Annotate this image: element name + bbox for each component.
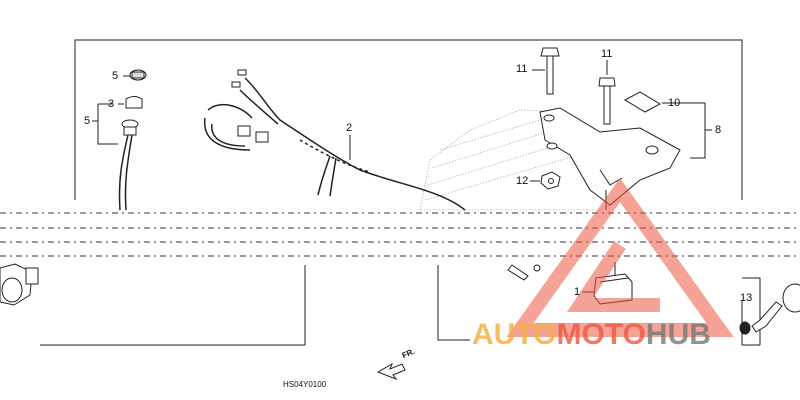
callout-2: 2: [346, 122, 353, 134]
part-11-bolt-right: [598, 77, 616, 125]
part-5-cap: [129, 69, 147, 81]
watermark-triangle: [506, 177, 734, 337]
callout-10: 10: [668, 97, 681, 109]
separator-band: [0, 212, 800, 257]
callout-5: 5: [112, 70, 119, 82]
part-3-bulb: [125, 96, 143, 109]
part-10-plate: [623, 91, 662, 113]
harness-connectors: [231, 69, 269, 143]
watermark-part-hub: HUB: [645, 318, 711, 351]
watermark-part-auto: AUTO: [472, 318, 557, 351]
callout-11-left: 11: [516, 63, 528, 75]
part-11-bolt-left: [540, 47, 560, 95]
part-2-harness: [204, 77, 466, 211]
callout-13: 13: [740, 292, 753, 304]
front-arrow: [376, 362, 406, 381]
part-13-bulb: [739, 301, 783, 335]
callout-1: 1: [574, 286, 581, 298]
callout-4: 5: [84, 115, 91, 127]
callout-8: 8: [715, 124, 722, 136]
part-12-nut: [540, 171, 561, 190]
part-8-bracket: [539, 107, 681, 206]
watermark-logo: AUTOMOTOHUB: [472, 318, 711, 352]
callout-3: 3: [108, 98, 115, 110]
part-13-lens: [782, 283, 800, 313]
left-connector: [0, 263, 39, 306]
diagram-frame: [40, 39, 760, 346]
fasteners-mid: [507, 264, 541, 281]
part-4-socket: [118, 119, 139, 211]
callout-11-right: 11: [601, 48, 613, 60]
callout-12: 12: [516, 175, 529, 187]
diagram-code: HS04Y0100: [283, 380, 327, 389]
watermark-part-moto: MOTO: [556, 318, 646, 351]
